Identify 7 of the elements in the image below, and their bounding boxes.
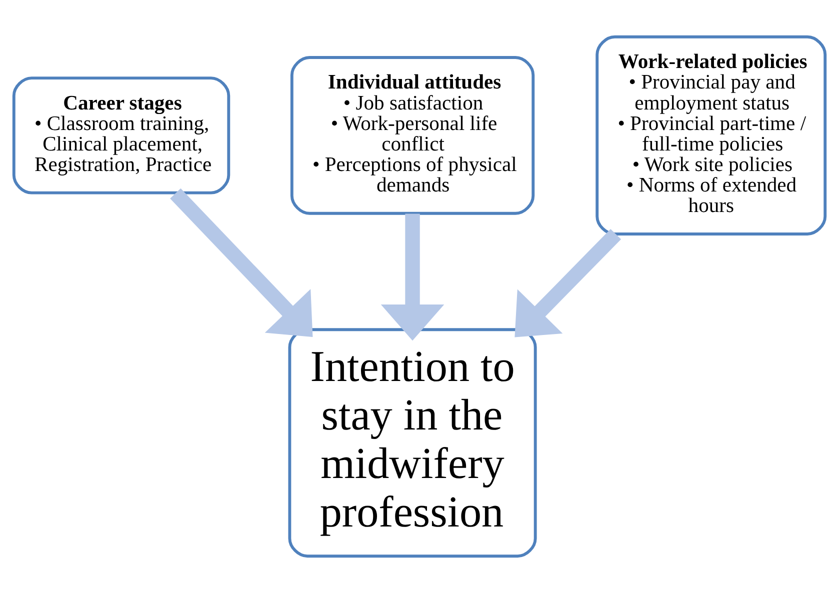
- arrow: [380, 214, 444, 341]
- arrow: [170, 188, 313, 338]
- node-box: Individual attitudes • Job satisfaction • Work-personal life conflict • Perceptions of physical demands: [290, 56, 535, 215]
- node-box: Career stages • Classroom training, Clinical placement, Registration, Practice: [12, 76, 230, 194]
- node-box: Work-related policies • Provincial pay and employment status • Provincial part-time / full-time policies • Work site policies • Norms of extended hours: [596, 35, 827, 236]
- arrow: [514, 228, 622, 338]
- node-box: Intention to stay in the midwifery profession: [288, 328, 537, 558]
